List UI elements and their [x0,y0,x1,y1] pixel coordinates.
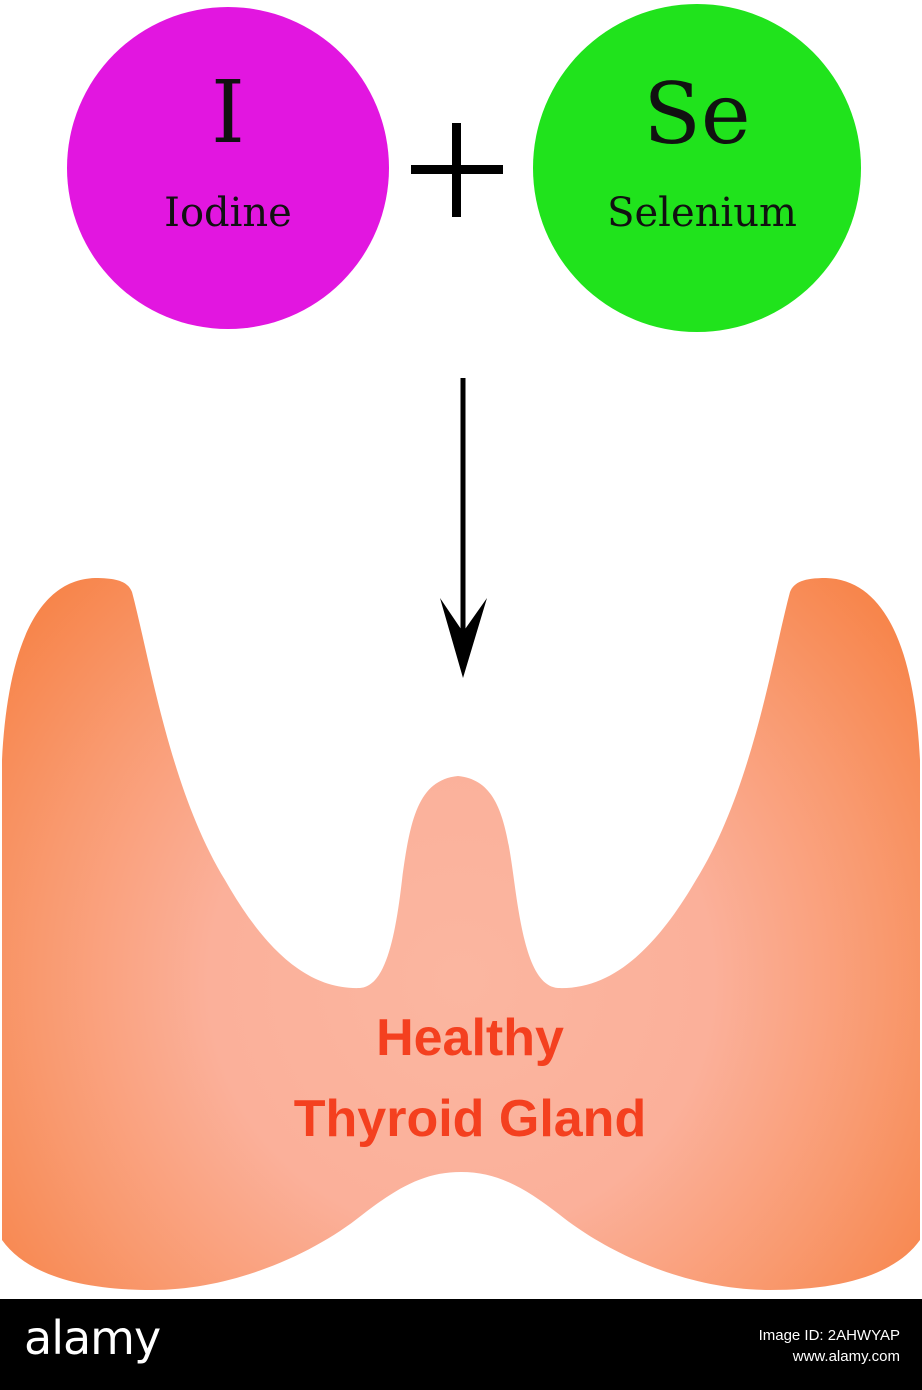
iodine-name: Iodine [164,190,292,236]
gland-caption-thyroid: Thyroid Gland [293,1090,647,1148]
site-url-text: www.alamy.com [792,1348,900,1365]
gland-caption-healthy: Healthy [376,1009,564,1067]
image-id-text: Image ID: 2AHWYAP [758,1327,900,1344]
alamy-logo: alamy [24,1311,161,1365]
plus-icon [405,118,509,222]
selenium-symbol: Se [643,65,751,163]
diagram-graphics [2,4,920,1290]
iodine-circle [67,7,389,329]
iodine-symbol: I [211,63,245,163]
thyroid-gland-shape [2,578,920,1290]
selenium-name: Selenium [607,190,797,236]
footer-bar: alamy Image ID: 2AHWYAP www.alamy.com [0,1299,922,1390]
image-info: Image ID: 2AHWYAP www.alamy.com [759,1325,900,1367]
down-arrow-icon [440,378,487,678]
selenium-circle [533,4,861,332]
plus-vertical-bar [452,123,461,217]
